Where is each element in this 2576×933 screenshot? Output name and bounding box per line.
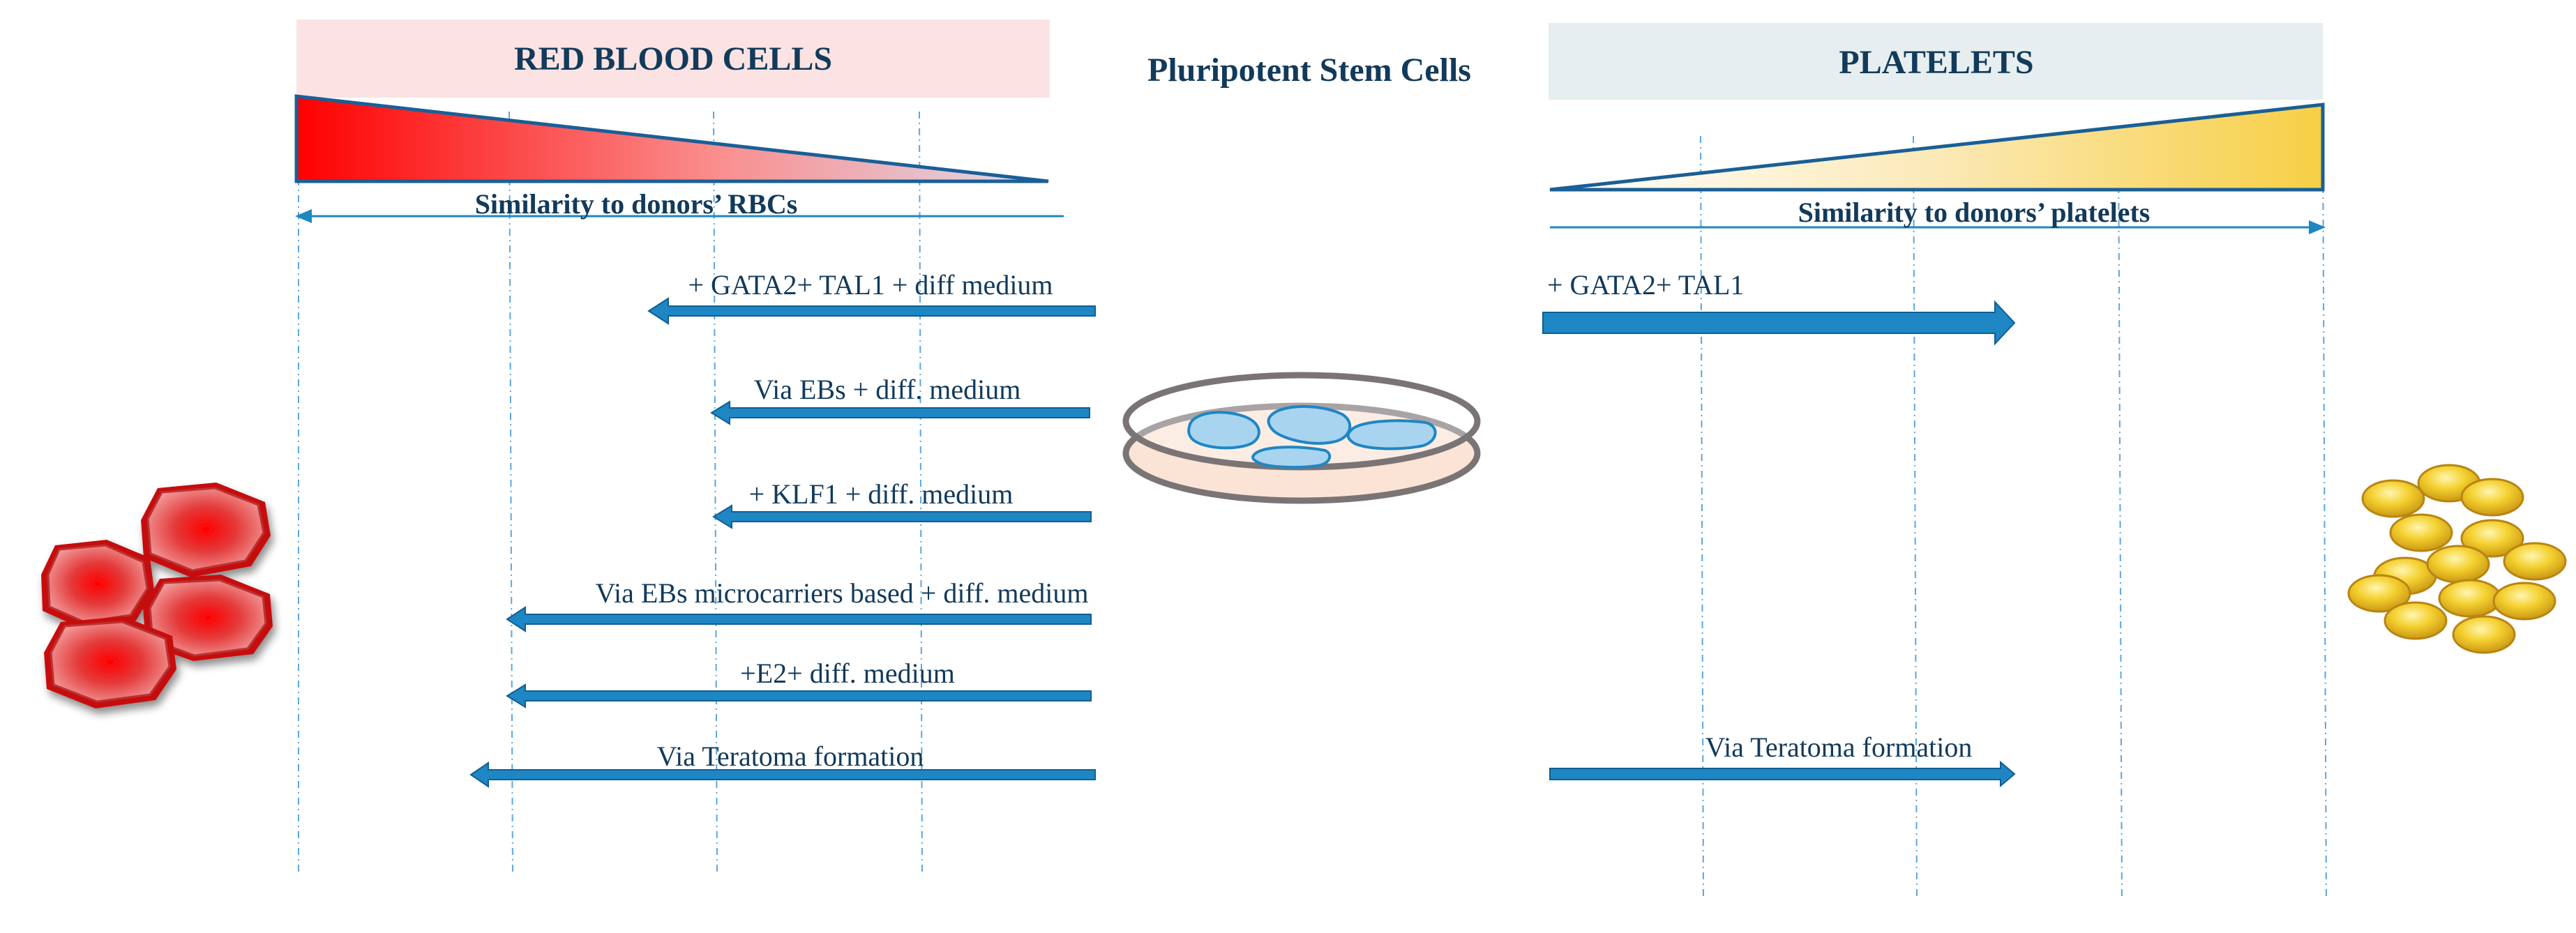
rbc-method-label-5: +E2+ diff. medium	[740, 658, 955, 689]
rbc-method-arrow-6	[469, 761, 1096, 788]
guide-line	[1700, 135, 1704, 897]
platelet-header-band	[1549, 23, 2323, 100]
rbc-method-label-4: Via EBs microcarriers based + diff. medi…	[596, 577, 1089, 609]
platelet-method-arrows	[1542, 300, 2016, 788]
platelet-header-title: PLATELETS	[1839, 44, 2033, 81]
guide-line	[713, 111, 718, 876]
rbc-header-title: RED BLOOD CELLS	[514, 40, 832, 77]
platelet-similarity-label: Similarity to donors’ platelets	[1798, 197, 2151, 228]
guide-line	[509, 111, 513, 876]
rbc-method-label-6: Via Teratoma formation	[657, 741, 924, 772]
guide-line	[2118, 135, 2123, 900]
rbc-method-label-1: + GATA2+ TAL1 + diff medium	[688, 269, 1053, 301]
stem-cell-icon	[1267, 404, 1352, 445]
rbc-method-label-2: Via EBs + diff. medium	[754, 374, 1021, 405]
rbc-similarity-arrowhead	[295, 209, 312, 223]
platelet-similarity-arrowhead	[2309, 220, 2326, 234]
red-blood-cells-icon	[41, 483, 273, 708]
rbc-similarity-label: Similarity to donors’ RBCs	[475, 188, 798, 220]
rbc-method-label-3: + KLF1 + diff. medium	[749, 478, 1014, 510]
platelet-method-arrow-2	[1549, 760, 2016, 788]
petri-dish-icon	[1122, 372, 1481, 504]
rbc-method-arrow-1	[647, 297, 1096, 325]
platelet-method-arrow-1	[1542, 300, 2016, 346]
platelet-method-label-2: Via Teratoma formation	[1705, 731, 1973, 763]
guide-lines	[298, 111, 2327, 900]
rbc-method-arrow-5	[506, 683, 1092, 708]
rbc-similarity-wedge	[294, 94, 1049, 183]
stem-cell-icon	[1346, 419, 1437, 450]
stem-cell-icon	[1251, 446, 1332, 469]
guide-line	[2322, 135, 2327, 900]
platelets-icon	[2347, 464, 2567, 654]
rbc-method-arrows	[469, 297, 1096, 788]
rbc-method-arrow-3	[712, 504, 1092, 529]
guide-line	[919, 111, 923, 876]
platelet-similarity-wedge	[1549, 103, 2325, 192]
rbc-method-arrow-2	[710, 400, 1090, 425]
rbc-header-band	[296, 20, 1050, 98]
center-title: Pluripotent Stem Cells	[1147, 52, 1471, 89]
platelet-method-label-1: + GATA2+ TAL1	[1547, 269, 1744, 301]
guide-line	[1913, 135, 1918, 897]
rbc-method-arrow-4	[506, 606, 1092, 632]
stem-cell-icon	[1187, 411, 1260, 450]
